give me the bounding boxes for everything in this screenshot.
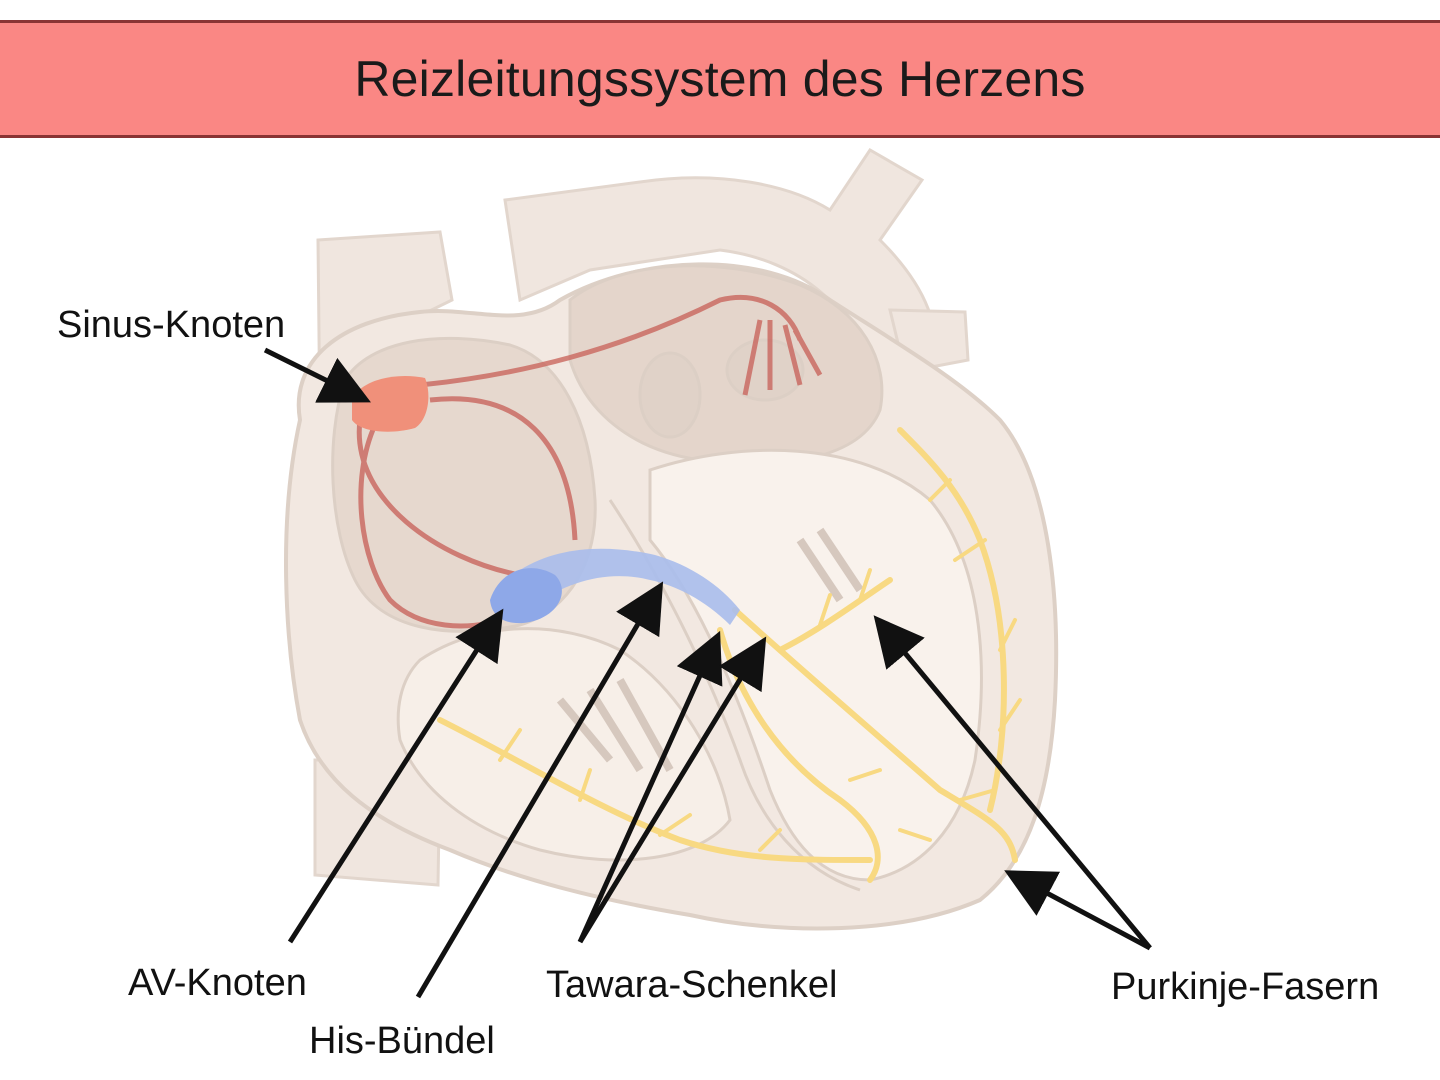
lower-branch xyxy=(437,717,873,863)
label-purkinje-fasern: Purkinje-Fasern xyxy=(1111,966,1380,1008)
label-tawara-schenkel: Tawara-Schenkel xyxy=(546,964,838,1006)
arrow-tawara-1 xyxy=(577,630,723,944)
label-his-buendel: His-Bündel xyxy=(309,1020,495,1062)
valve-left xyxy=(638,351,702,439)
arrow-av xyxy=(287,608,504,944)
page-title: Reizleitungssystem des Herzens xyxy=(354,51,1086,107)
bachmann-branches xyxy=(742,319,823,396)
label-arrows xyxy=(263,347,1152,999)
arrow-purkinje-1 xyxy=(873,615,1152,950)
arrow-purkinje-2 xyxy=(1004,870,1152,951)
label-sinus-knoten: Sinus-Knoten xyxy=(57,304,286,346)
purkinje-fibers xyxy=(437,427,1022,883)
title-banner: Reizleitungssystem des Herzens xyxy=(0,20,1440,138)
sinus-node xyxy=(352,376,429,432)
arrow-his xyxy=(415,581,664,999)
anterior-internodal xyxy=(429,396,578,541)
heart-chambers xyxy=(331,264,983,892)
label-av-knoten: AV-Knoten xyxy=(128,962,307,1004)
posterior-internodal xyxy=(356,419,521,578)
av-node xyxy=(490,568,562,624)
bachmann-bundle xyxy=(419,294,803,388)
papillary-muscles xyxy=(556,527,864,773)
his-bundle xyxy=(520,548,740,625)
upper-branch xyxy=(777,577,893,653)
lateral-branch xyxy=(897,427,1007,813)
left-ventricle xyxy=(648,448,983,882)
arrow-tawara-2 xyxy=(577,636,767,944)
twigs xyxy=(498,478,1022,852)
arrow-sinus xyxy=(263,347,371,403)
